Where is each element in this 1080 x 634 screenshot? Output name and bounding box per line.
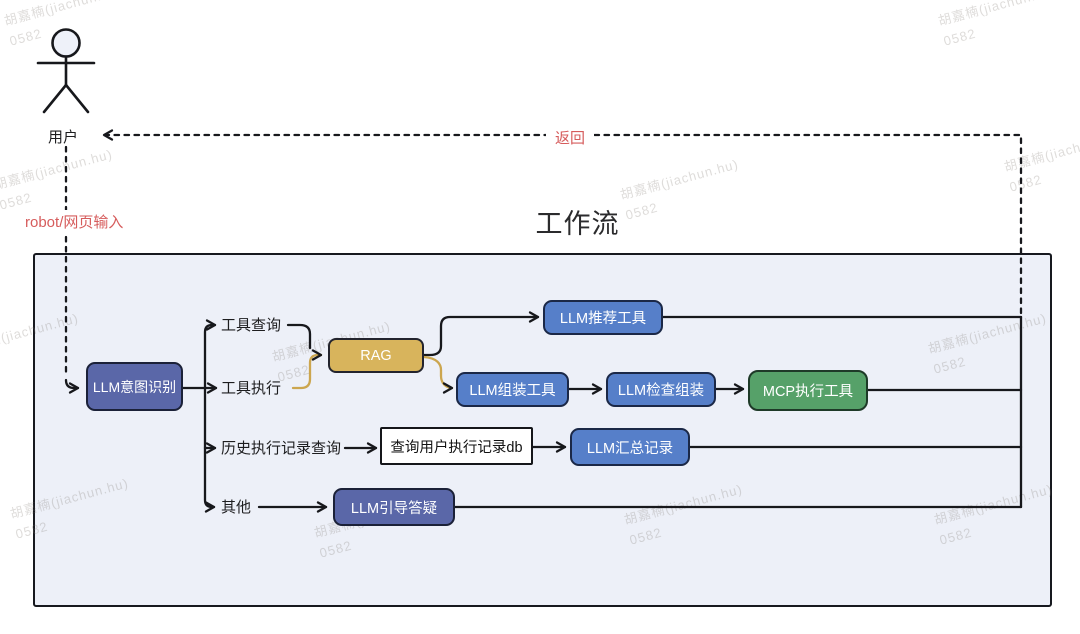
watermark: 胡嘉楠(jiachun.hu)0582	[0, 144, 121, 216]
branch-label-history-query: 历史执行记录查询	[221, 440, 342, 457]
node-llm-recommend: LLM推荐工具	[543, 300, 663, 335]
watermark-code: 0582	[0, 189, 34, 213]
watermark-name: 胡嘉楠(jiachun.hu)	[618, 156, 741, 203]
user-actor-label: 用户	[48, 129, 79, 146]
branch-label-tool-exec: 工具执行	[221, 380, 282, 397]
watermark-name: 胡嘉楠(jiachun.hu)	[936, 0, 1059, 29]
node-llm-intent: LLM意图识别	[86, 362, 183, 411]
branch-label-tool-query: 工具查询	[221, 317, 282, 334]
watermark: 胡嘉楠(jiachun.hu)0582	[1002, 126, 1080, 198]
node-llm-guide: LLM引导答疑	[333, 488, 455, 526]
node-mcp-exec: MCP执行工具	[748, 370, 868, 411]
branch-label-other: 其他	[221, 499, 252, 516]
watermark-code: 0582	[1007, 171, 1044, 195]
node-rag: RAG	[328, 338, 424, 373]
diagram-title: 工作流	[535, 209, 620, 239]
user-actor-icon	[36, 28, 96, 114]
node-llm-summary: LLM汇总记录	[570, 428, 690, 466]
node-llm-assemble: LLM组装工具	[456, 372, 569, 407]
node-query-db: 查询用户执行记录db	[380, 427, 533, 465]
watermark: 胡嘉楠(jiachun.hu)0582	[936, 0, 1065, 52]
watermark-code: 0582	[941, 25, 978, 49]
return-edge-label: 返回	[546, 126, 594, 149]
node-llm-check: LLM检查组装	[606, 372, 716, 407]
watermark-name: 胡嘉楠(jiachun.hu)	[1002, 128, 1080, 175]
watermark-name: 胡嘉楠(jiachun.hu)	[0, 146, 115, 193]
input-edge-label: robot/网页输入	[22, 210, 127, 233]
